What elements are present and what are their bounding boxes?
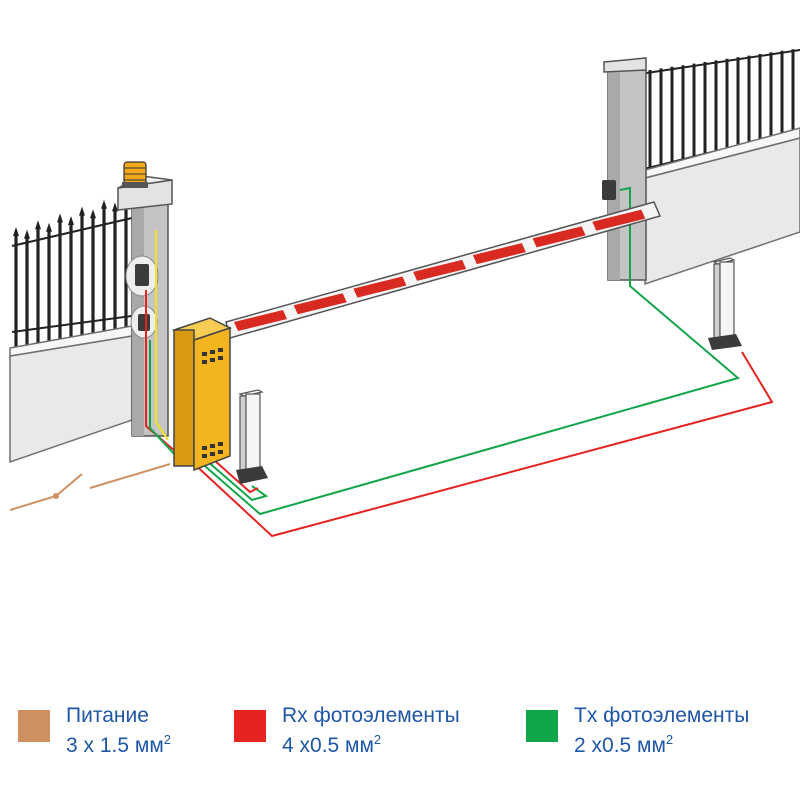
wiring (9, 186, 774, 538)
power-wire-switch (9, 473, 83, 511)
fence-picket-tip (112, 202, 118, 212)
tx-wire-loop (197, 186, 741, 516)
boom-stripe (413, 259, 467, 281)
boom-stripe (472, 243, 526, 265)
legend-label-rx: Rx фотоэлементы (282, 704, 460, 727)
boom-stripe (234, 309, 287, 331)
key-selector-icon (135, 264, 149, 286)
photocell-icon (602, 180, 616, 200)
fence-picket-tip (35, 220, 41, 230)
boom-arm (225, 201, 662, 339)
legend-label-tx: Tx фотоэлементы (574, 704, 750, 727)
fence-picket-tip (13, 227, 19, 236)
left-wall (9, 335, 133, 464)
rx-wire-post (213, 459, 259, 494)
barrier-installation-scene (9, 49, 800, 538)
legend-item-tx: Tx фотоэлементы 2 x0.5 мм2 (526, 700, 796, 760)
fence-picket-tip (46, 222, 52, 232)
cable-legend: Питание 3 x 1.5 мм2 Rx фотоэлементы 4 x0… (0, 700, 800, 770)
boom-stripe (353, 276, 407, 298)
fence-picket-tip (79, 206, 85, 216)
legend-item-power: Питание 3 x 1.5 мм2 (18, 700, 218, 760)
left-pillar (117, 161, 173, 437)
boom-stripe (592, 209, 646, 231)
legend-spec-tx: 2 x0.5 мм2 (574, 732, 674, 757)
photocell-post-right (708, 257, 742, 350)
fence-picket-tip (68, 216, 74, 225)
boom-stripe (293, 293, 347, 315)
boom-stripes (234, 209, 646, 331)
control-wire (155, 230, 169, 441)
right-pillar (602, 57, 647, 281)
photocell-post-left (236, 389, 268, 484)
warning-lamp-icon (122, 161, 148, 188)
legend-swatch-tx (526, 710, 558, 742)
legend-label-power: Питание (66, 704, 149, 727)
power-wire (89, 463, 171, 489)
boom-stripe (532, 226, 586, 248)
legend-swatch-power (18, 710, 50, 742)
legend-spec-power: 3 x 1.5 мм2 (66, 732, 171, 757)
legend-swatch-rx (234, 710, 266, 742)
legend-item-rx: Rx фотоэлементы 4 x0.5 мм2 (234, 700, 524, 760)
fence-picket-tip (24, 229, 30, 239)
barrier-cabinet (172, 317, 232, 472)
legend-spec-rx: 4 x0.5 мм2 (282, 732, 382, 757)
fence-picket-tip (101, 199, 107, 209)
fence-picket-tip (57, 213, 63, 223)
tx-wire-post (205, 459, 269, 502)
rx-wire-left-post (145, 290, 177, 453)
fence-picket-tip (90, 209, 96, 219)
tx-wire-left-post (149, 340, 177, 457)
rx-wire-loop (189, 351, 774, 538)
right-fence-pickets (648, 49, 795, 172)
right-fence (639, 49, 800, 286)
left-fence (9, 193, 133, 464)
left-fence-pickets (13, 193, 129, 352)
photocell-icon (138, 314, 150, 331)
